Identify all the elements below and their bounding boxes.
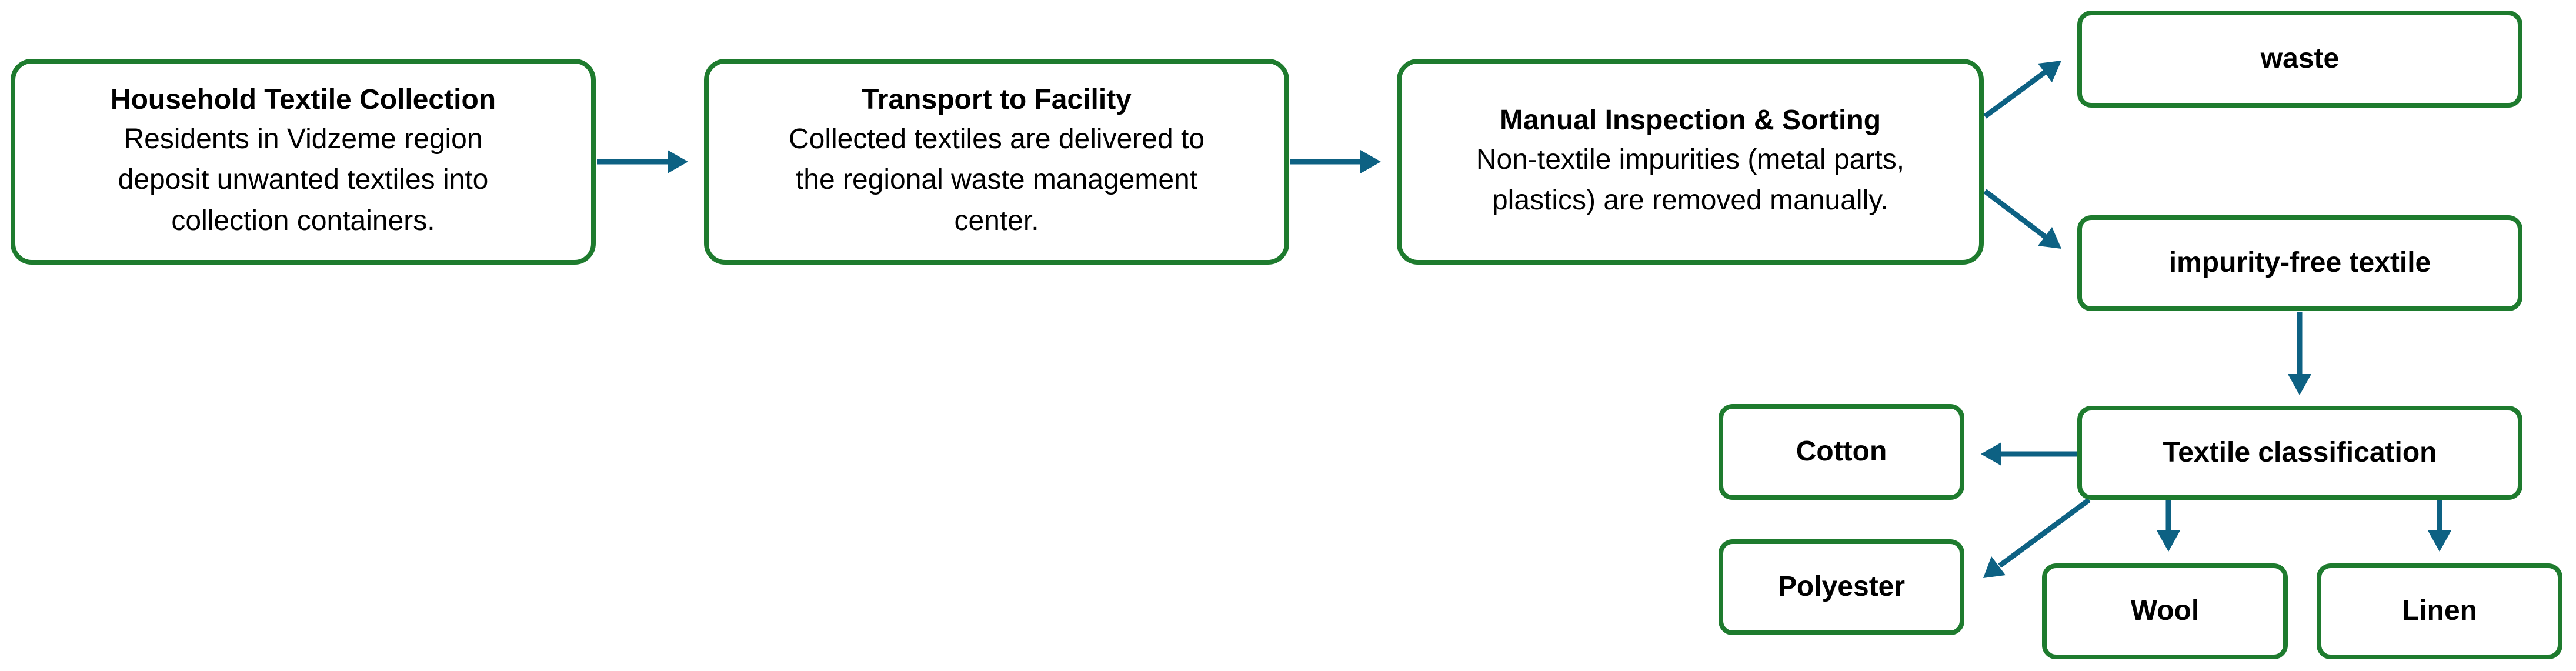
output-label: waste [2260,43,2340,75]
step-description-line: collection containers. [171,205,435,236]
step-description-line: the regional waste management [795,164,1198,196]
arrow-classification-to-linen [2428,500,2451,552]
step-description-line: deposit unwanted textiles into [118,164,489,196]
category-label: Polyester [1777,571,1906,603]
output-label: impurity-free textile [2168,247,2431,279]
category-cotton: Cotton [1719,404,1964,500]
category-wool: Wool [2042,563,2288,659]
step-description-line: Residents in Vidzeme region [124,123,483,155]
arrow-classification-to-wool [2157,500,2180,552]
step-textile-classification: Textile classification [2077,406,2522,500]
step-transport: Transport to Facility Collected textiles… [704,59,1289,265]
arrow-sorting-to-clean [1983,189,2061,249]
arrow-clean-to-classification [2288,312,2311,395]
step-description-line: plastics) are removed manually. [1491,185,1889,216]
step-manual-sorting: Manual Inspection & Sorting Non-textile … [1397,59,1984,265]
step-description-line: Non-textile impurities (metal parts, [1476,143,1905,175]
output-label: Textile classification [2163,436,2437,468]
step-household-collection: Household Textile Collection Residents i… [11,59,596,265]
category-polyester: Polyester [1719,539,1964,635]
arrow-classification-to-polyester [1983,498,2091,578]
output-waste: waste [2077,11,2522,108]
category-label: Wool [2130,595,2200,627]
step-title: Transport to Facility [862,84,1132,116]
step-title: Household Textile Collection [110,84,496,116]
category-label: Cotton [1796,436,1887,468]
arrow-sorting-to-waste [1983,61,2061,119]
arrow-transport-to-sorting [1290,150,1381,173]
step-title: Manual Inspection & Sorting [1499,105,1881,136]
step-description-line: center. [954,205,1039,236]
arrow-classification-to-cotton [1981,442,2077,466]
step-description-line: Collected textiles are delivered to [788,123,1205,155]
output-impurity-free-textile: impurity-free textile [2077,215,2522,311]
category-label: Linen [2402,595,2477,627]
arrow-collection-to-transport [597,150,688,173]
category-linen: Linen [2317,563,2562,659]
